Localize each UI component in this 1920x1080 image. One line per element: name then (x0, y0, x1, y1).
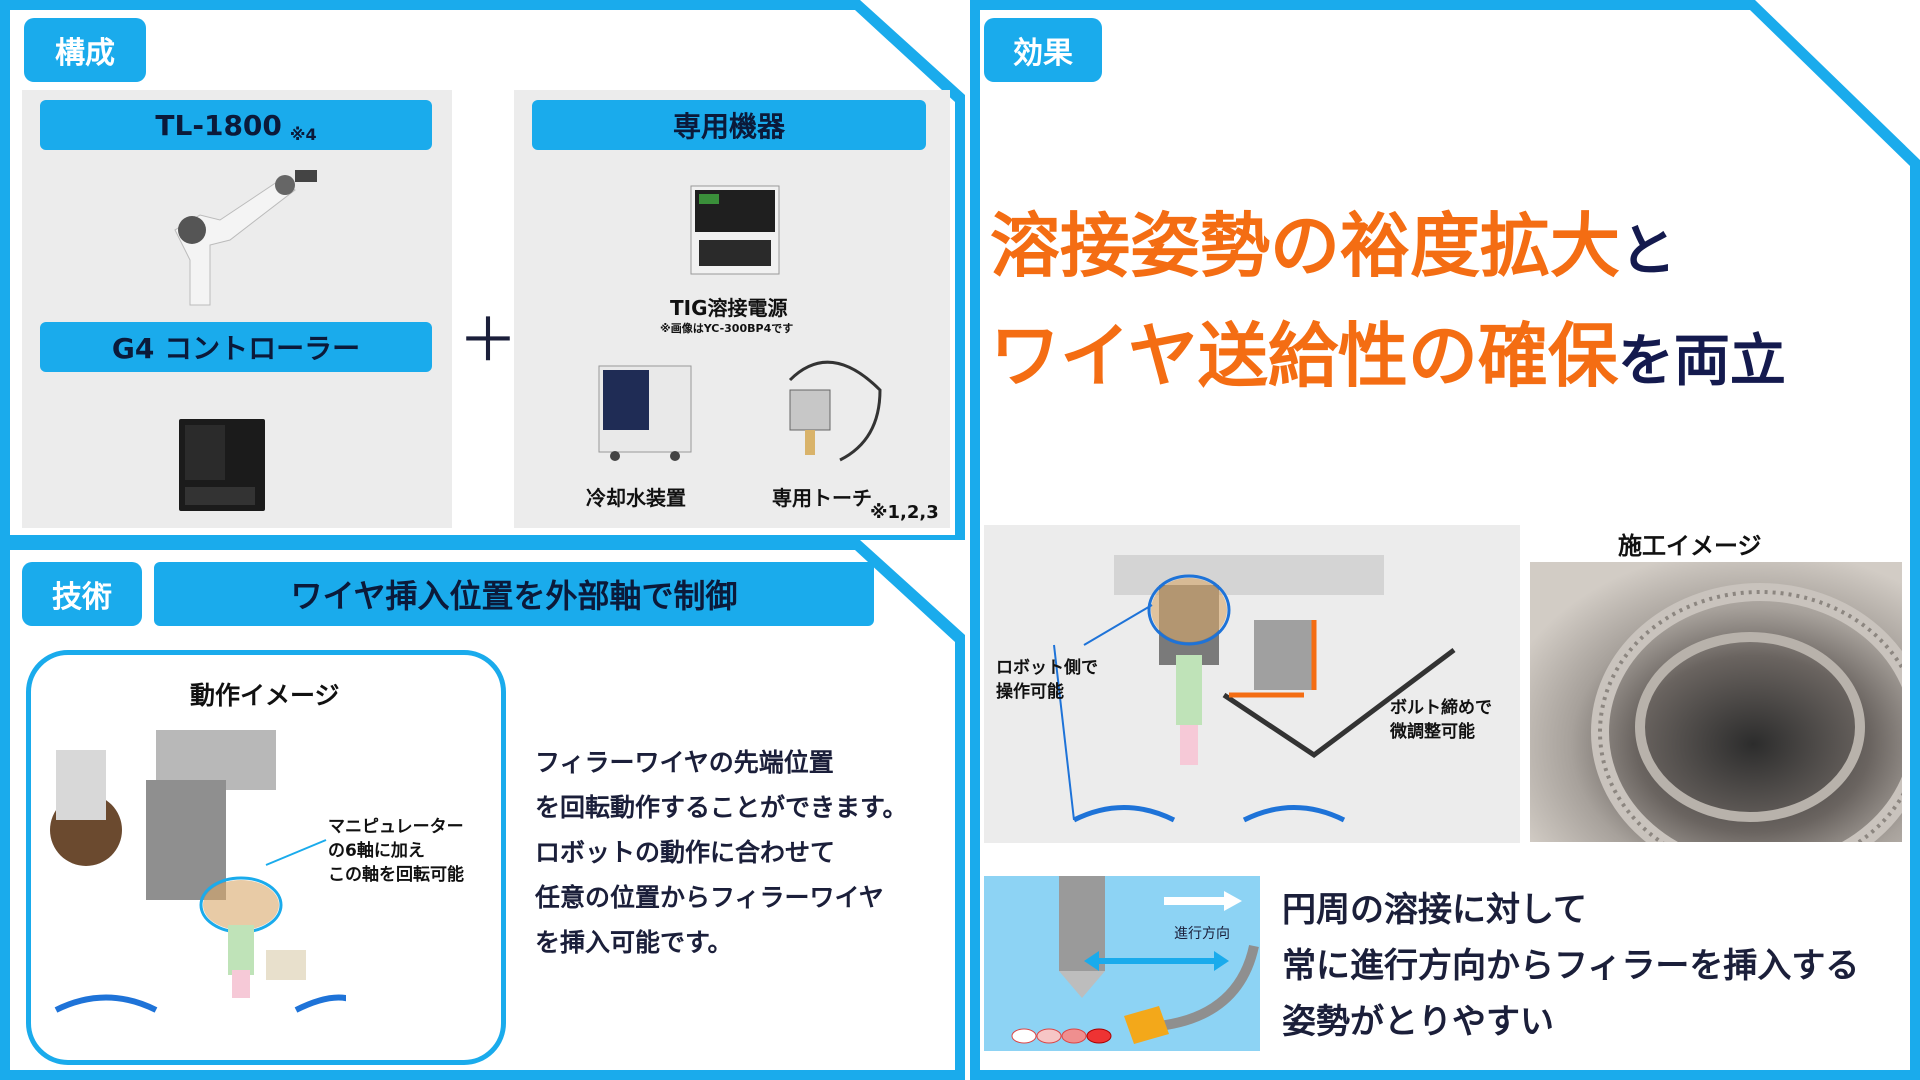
cooler-caption: 冷却水装置 (586, 486, 686, 510)
description-line: 任意の位置からフィラーワイヤ (535, 883, 884, 912)
composition-tag: 構成 (24, 18, 146, 82)
bolt-note: ボルト締めで 微調整可能 (1390, 696, 1492, 744)
direction-label: 進行方向 (1174, 926, 1230, 942)
annotation-line: この軸を回転可能 (328, 865, 464, 885)
headline-1-navy: と (1620, 219, 1676, 284)
headline-2-orange: ワイヤ送給性の確保 (990, 315, 1618, 397)
weld-result-image (1530, 562, 1902, 842)
robot-name: TL-1800 (155, 108, 282, 142)
direction-diagram: 進行方向 (984, 876, 1260, 1051)
headline-line-1: 溶接姿勢の裕度拡大と (990, 190, 1676, 291)
headline-1-orange: 溶接姿勢の裕度拡大 (990, 205, 1620, 287)
equipment-label: 専用機器 (532, 100, 926, 150)
torch-note: ※1,2,3 (870, 502, 939, 523)
cooler-image (598, 365, 692, 461)
controller-image (179, 419, 265, 511)
technology-title: ワイヤ挿入位置を外部軸で制御 (154, 562, 874, 626)
tig-caption: TIG溶接電源 (670, 296, 788, 320)
description-line: フィラーワイヤの先端位置 (535, 748, 834, 777)
description-line: ロボットの動作に合わせて (535, 838, 836, 867)
motion-annotation: マニピュレーター の6軸に加え この軸を回転可能 (328, 815, 464, 887)
motion-image (50, 730, 346, 1013)
description-line: を挿入可能です。 (535, 928, 733, 957)
benefit-line: 常に進行方向からフィラーを挿入する (1282, 946, 1860, 986)
equipment-box (514, 90, 950, 528)
technology-description: フィラーワイヤの先端位置 を回転動作することができます。 ロボットの動作に合わせ… (535, 740, 908, 965)
bolt-note-line: ボルト締めで (1390, 698, 1492, 718)
benefit-line: 円周の溶接に対して (1282, 890, 1587, 930)
controller-label: G4 コントローラー (40, 322, 432, 372)
torch-image (788, 360, 882, 462)
tig-power-source-image (690, 185, 780, 275)
robot-label: TL-1800 ※4 (40, 100, 432, 150)
headline-2-navy: を両立 (1617, 329, 1786, 394)
torch-caption: 専用トーチ (772, 486, 872, 510)
result-title: 施工イメージ (1618, 532, 1762, 560)
robot-arm-image (174, 170, 317, 306)
robot-side-line: 操作可能 (996, 682, 1064, 702)
benefit-text: 円周の溶接に対して 常に進行方向からフィラーを挿入する 姿勢がとりやすい (1282, 882, 1859, 1050)
robot-note: ※4 (289, 124, 317, 144)
headline-line-2: ワイヤ送給性の確保を両立 (990, 300, 1786, 401)
plus-sign: ＋ (458, 306, 518, 376)
technology-tag: 技術 (22, 562, 142, 626)
motion-image-title: 動作イメージ (190, 681, 340, 710)
robot-side-note: ロボット側で 操作可能 (996, 656, 1098, 704)
description-line: を回転動作することができます。 (535, 793, 908, 822)
tig-note: ※画像はYC-300BP4です (660, 322, 794, 335)
bolt-note-line: 微調整可能 (1390, 722, 1475, 742)
torch-diagram-image (1053, 555, 1456, 823)
annotation-line: マニピュレーター (328, 817, 464, 837)
robot-side-line: ロボット側で (996, 658, 1098, 678)
benefit-line: 姿勢がとりやすい (1282, 1002, 1554, 1042)
effect-tag: 効果 (984, 18, 1102, 82)
annotation-line: の6軸に加え (328, 841, 425, 861)
